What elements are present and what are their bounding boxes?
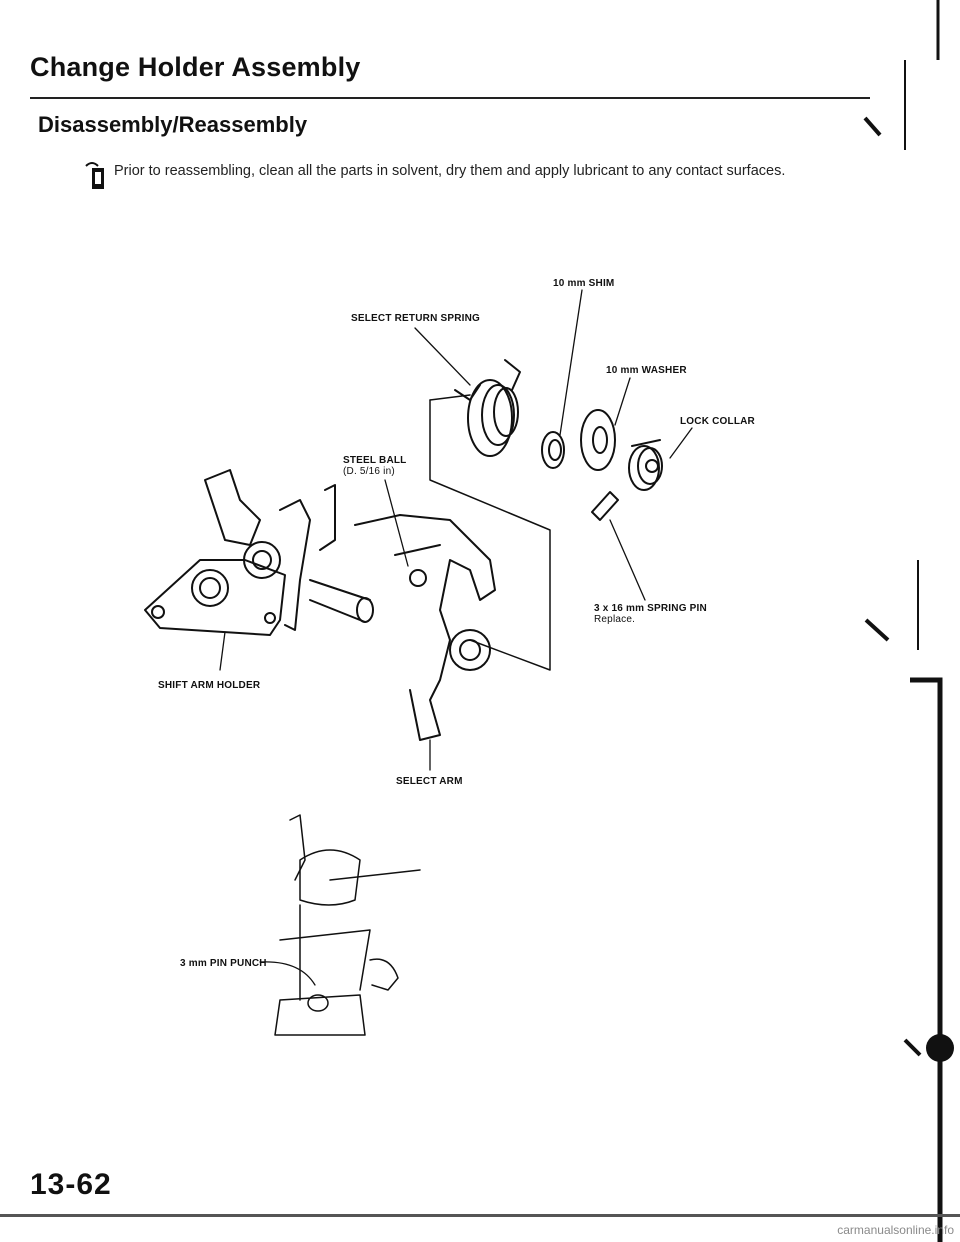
- select-return-spring: [454, 359, 521, 457]
- label-steel-ball: STEEL BALL (D. 5/16 in): [343, 455, 406, 477]
- label-lock-collar: LOCK COLLAR: [680, 416, 755, 427]
- shim: [541, 431, 565, 469]
- label-pin-punch: 3 mm PIN PUNCH: [180, 958, 267, 969]
- watermark: carmanualsonline.info: [837, 1223, 954, 1237]
- shift-arm-holder: [144, 469, 374, 636]
- oil-can-icon: [85, 162, 104, 189]
- label-shift-arm-holder: SHIFT ARM HOLDER: [158, 680, 261, 691]
- page-number: 13-62: [30, 1168, 112, 1201]
- label-steel-ball-name: STEEL BALL: [343, 455, 407, 466]
- lock-collar: [628, 439, 663, 491]
- spring-pin: [591, 491, 619, 521]
- pin-punch-illustration: [259, 814, 421, 1036]
- label-spring-pin-note: Replace.: [594, 614, 636, 625]
- note-text: Prior to reassembling, clean all the par…: [114, 163, 786, 179]
- label-spring-pin-name: 3 x 16 mm SPRING PIN: [594, 603, 707, 614]
- washer: [580, 409, 616, 471]
- label-shim: 10 mm SHIM: [553, 278, 615, 289]
- select-arm: [354, 514, 496, 741]
- page-title: Change Holder Assembly: [30, 52, 361, 82]
- bottom-rule: [0, 1214, 960, 1217]
- label-spring-pin: 3 x 16 mm SPRING PIN Replace.: [594, 603, 707, 625]
- title-rule: [30, 97, 870, 99]
- label-steel-ball-size: (D. 5/16 in): [343, 466, 395, 477]
- label-select-return-spring: SELECT RETURN SPRING: [351, 313, 481, 324]
- label-select-arm: SELECT ARM: [396, 776, 463, 787]
- label-washer: 10 mm WASHER: [606, 365, 687, 376]
- section-title: Disassembly/Reassembly: [38, 112, 308, 137]
